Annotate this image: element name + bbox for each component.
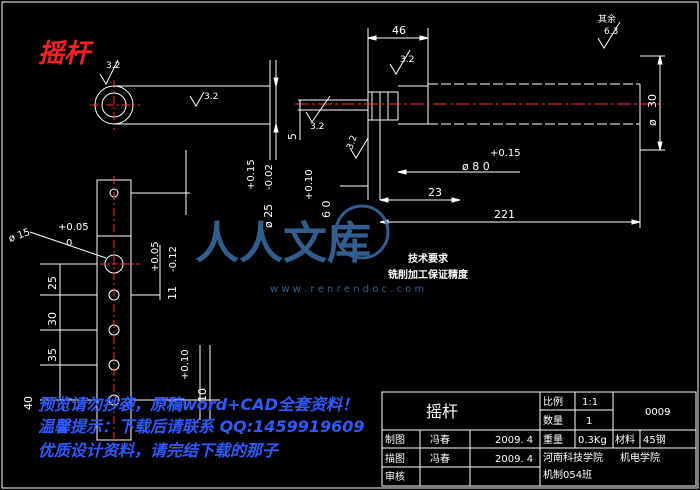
roughness-rest-value: 6.3 <box>604 27 618 37</box>
roughness-label-1: 3.2 <box>106 61 120 71</box>
hub-body <box>367 91 399 121</box>
dim-30: 30 <box>646 94 659 108</box>
tb-dept: 机电学院 <box>620 451 660 464</box>
tb-qty-label: 数量 <box>543 414 563 427</box>
roughness-symbol-4 <box>389 49 411 75</box>
promo-line-2: 温馨提示：下载后请联系 QQ:1459919609 <box>38 417 365 436</box>
dim-10: 10 <box>196 388 209 402</box>
tb-design-name: 冯春 <box>430 453 450 465</box>
title-block-frame <box>381 391 697 487</box>
tb-qty-value: 1 <box>586 416 592 427</box>
dim-tol-005: +0.05 <box>58 222 89 233</box>
tb-drawing-no: 0009 <box>645 407 670 418</box>
watermark-logo-ring <box>334 204 390 260</box>
dim-11: 11 <box>166 286 179 300</box>
tb-design-label: 描图 <box>385 452 405 465</box>
tb-scale-label: 比例 <box>543 395 563 408</box>
tb-class: 机制054班 <box>543 468 592 481</box>
watermark-brand: 人人文库 <box>195 218 371 269</box>
leader-phi15 <box>29 231 107 259</box>
dim-tol-015: +0.15 <box>246 159 257 190</box>
roughness-symbol-rest <box>597 21 621 49</box>
arrow-30-bottom <box>657 141 663 151</box>
dim-25: 25 <box>46 276 59 290</box>
roughness-symbols <box>99 21 621 159</box>
dim-tol-005b: +0.05 <box>150 241 161 272</box>
dim-30b: 30 <box>46 312 59 326</box>
roughness-rest-label: 其余 <box>598 13 616 25</box>
arrow-phi8 <box>397 169 407 175</box>
dim-tol-002: -0.02 <box>264 164 275 190</box>
tb-school: 河南科技学院 <box>543 451 603 464</box>
arrow-phi25-bottom <box>273 123 279 133</box>
side-view <box>29 150 220 445</box>
dim-46: 46 <box>392 24 406 37</box>
arrow-23-right <box>451 197 461 203</box>
promo-line-3: 优质设计资料，请完结下载的那子 <box>38 441 280 460</box>
roughness-label-2: 3.2 <box>204 92 218 102</box>
tb-material-label: 材料 <box>615 433 635 446</box>
watermark: 人人文库 w w w . r e n r e n d o c . c o m <box>195 204 424 295</box>
arrow-46-right <box>419 35 429 41</box>
tb-drawer-label: 制图 <box>385 433 405 446</box>
arrow-23-left <box>379 197 389 203</box>
tech-req-heading: 技术要求 <box>408 252 449 265</box>
arrow-phi25-top <box>273 77 279 87</box>
dim-zero-a: 0 <box>66 238 72 249</box>
tb-scale-value: 1:1 <box>582 397 598 408</box>
tb-drawer-date: 2009. 4 <box>495 435 533 446</box>
tb-material-value: 45钢 <box>643 433 666 446</box>
tb-part-name: 摇杆 <box>426 402 458 421</box>
roughness-symbol-2 <box>189 91 205 107</box>
promo-overlay: 预览请勿抄袭，原稿word+CAD全套资料！ 温馨提示：下载后请联系 QQ:14… <box>38 395 365 460</box>
dim-tol-012: -0.12 <box>168 246 179 272</box>
arrow-30-top <box>657 55 663 65</box>
dim-23: 23 <box>428 186 442 199</box>
dim-5: 5 <box>286 133 299 140</box>
dim-phi15: ø 15 <box>7 227 31 245</box>
tb-weight-label: 重量 <box>543 433 563 446</box>
arrow-221-right <box>631 219 641 225</box>
dim-40: 40 <box>22 396 35 410</box>
dim-phi30: ø <box>646 119 659 126</box>
roughness-label-4: 3.2 <box>400 55 414 65</box>
dim-tol-010b: +0.10 <box>180 349 191 380</box>
dim-phi8: ø 8 0 <box>462 160 490 173</box>
dim-6: 6 0 <box>320 201 333 219</box>
roughness-symbol-5 <box>349 137 369 159</box>
roughness-symbol-1 <box>99 59 119 86</box>
dim-35: 35 <box>46 348 59 362</box>
arrow-46-left <box>367 35 377 41</box>
dim-tol-015b: +0.15 <box>490 148 521 159</box>
title-block <box>381 391 697 487</box>
watermark-url: w w w . r e n r e n d o c . c o m <box>270 284 424 295</box>
drawing-title: 摇杆 <box>38 39 94 69</box>
tb-review-label: 审核 <box>385 470 405 483</box>
dimension-lines-main <box>273 35 663 225</box>
dim-tol-010: +0.10 <box>304 169 315 200</box>
tech-req-line1: 铣削加工保证精度 <box>388 268 469 281</box>
tb-weight-value: 0.3Kg <box>578 435 607 446</box>
roughness-label-3: 3.2 <box>310 122 324 132</box>
roughness-symbol-3 <box>305 95 331 123</box>
tb-drawer-name: 冯春 <box>430 434 450 446</box>
promo-line-1: 预览请勿抄袭，原稿word+CAD全套资料！ <box>38 395 358 414</box>
dim-221: 221 <box>494 208 515 221</box>
dim-phi25: ø 25 <box>262 204 275 228</box>
rocker-arm-view <box>90 28 665 228</box>
tb-design-date: 2009. 4 <box>495 454 533 465</box>
roughness-label-5: 3.2 <box>345 134 359 151</box>
